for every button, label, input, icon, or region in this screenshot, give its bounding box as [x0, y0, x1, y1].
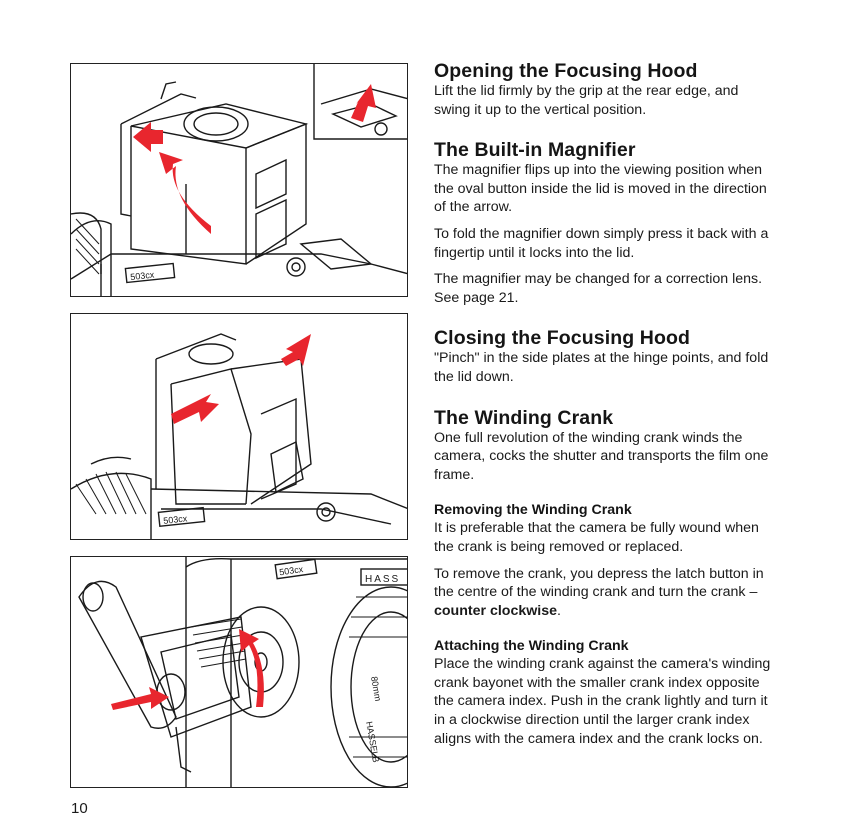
open-hood-illustration: 503cx — [71, 64, 407, 296]
lens-focal-label: 80mm — [369, 676, 383, 702]
magnifier-text-3: The magnifier may be changed for a corre… — [434, 271, 763, 306]
brand-label: HASS — [365, 574, 400, 585]
magnifier-text-1: The magnifier flips up into the viewing … — [434, 162, 767, 216]
subsection-title-removing-crank: Removing the Winding Crank — [434, 502, 632, 519]
removing-crank-text-2-start: To remove the crank, you depress the lat… — [434, 565, 764, 601]
figure-winding-crank: 503cx HASS 80mm HASSELB — [70, 556, 408, 788]
figure-close-hood: 503cx — [70, 313, 408, 540]
removing-crank-text-1: It is preferable that the camera be full… — [434, 520, 759, 555]
section-title-closing-hood: Closing the Focusing Hood — [434, 327, 690, 350]
closing-hood-text: "Pinch" in the side plates at the hinge … — [434, 350, 769, 385]
counter-clockwise-emphasis: counter clockwise — [434, 602, 558, 619]
body-label: 503cx — [163, 513, 188, 526]
body-label: 503cx — [130, 270, 155, 283]
close-hood-illustration: 503cx — [71, 333, 407, 539]
removing-crank-text-2-end: . — [557, 602, 561, 619]
winding-crank-illustration: 503cx HASS 80mm HASSELB — [78, 557, 407, 787]
magnifier-text-2: To fold the magnifier down simply press … — [434, 225, 769, 261]
section-title-winding-crank: The Winding Crank — [434, 406, 614, 429]
section-title-magnifier: The Built-in Magnifier — [434, 139, 636, 162]
subsection-title-attaching-crank: Attaching the Winding Crank — [434, 638, 629, 655]
winding-crank-text: One full revolution of the winding crank… — [434, 429, 769, 483]
opening-hood-text: Lift the lid firmly by the grip at the r… — [434, 83, 739, 118]
page-number: 10 — [71, 800, 88, 817]
attaching-crank-text: Place the winding crank against the came… — [434, 656, 771, 747]
text-column: Opening the Focusing Hood Lift the lid f… — [434, 60, 772, 748]
section-title-opening-hood: Opening the Focusing Hood — [434, 60, 698, 82]
figure-open-hood: 503cx — [70, 63, 408, 297]
removing-crank-text-2: To remove the crank, you depress the lat… — [434, 565, 772, 621]
body-label: 503cx — [279, 564, 305, 577]
